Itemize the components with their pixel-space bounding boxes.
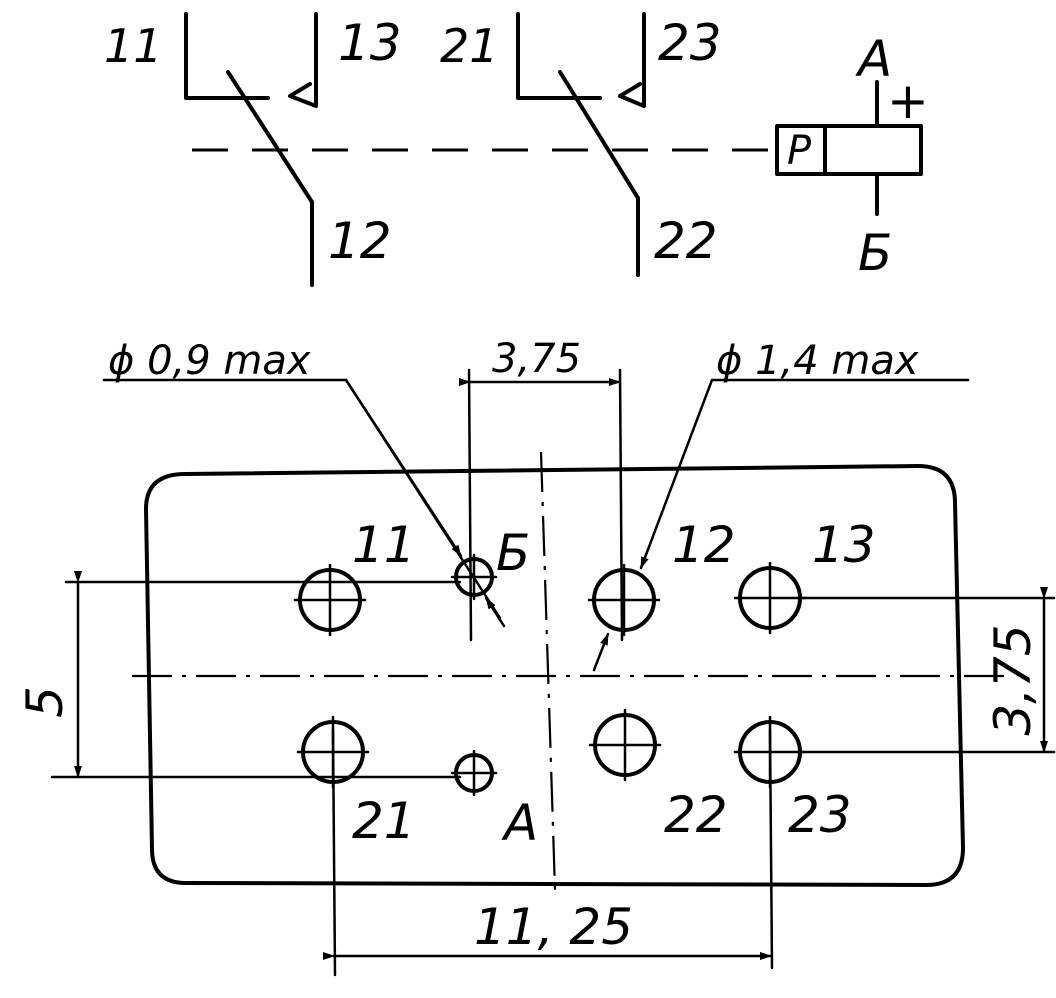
dimension-top-pitch: 3,75 [459, 336, 622, 386]
contact-2-moving-blade [558, 70, 640, 200]
contact-1-common-terminal [184, 12, 270, 100]
pin-label-13: 13 [812, 516, 876, 574]
coil-terminal-a-label: A [855, 30, 892, 88]
contact-2-no-terminal [618, 12, 646, 108]
label-contact-21: 21 [440, 19, 499, 73]
relay-body-outline [144, 464, 965, 887]
pin-label-coil-b: Б [496, 524, 530, 582]
extension-line-top-right [618, 368, 624, 642]
pin-label-coil-a: A [501, 794, 538, 852]
relay-footprint: 11 12 13 21 22 23 Б A ϕ 0,9 max ϕ 1,4 ma… [16, 336, 1056, 977]
label-contact-11: 11 [104, 19, 163, 73]
contact-group-2: 21 23 22 [440, 12, 722, 277]
dimension-large-hole-diameter: ϕ 1,4 max [592, 338, 970, 672]
extension-line-top-left [467, 368, 473, 642]
left-height-label: 5 [16, 686, 74, 718]
dimension-bottom-width: 11, 25 [323, 898, 773, 960]
small-hole-diameter-label: ϕ 0,9 max [108, 338, 311, 384]
vertical-centerline [539, 451, 557, 891]
label-contact-13: 13 [338, 14, 402, 72]
pin-hole-13 [733, 561, 807, 635]
pin-hole-coil-a [450, 749, 498, 797]
pin-label-12: 12 [672, 516, 736, 574]
large-hole-diameter-label: ϕ 1,4 max [716, 338, 919, 384]
dimension-right-pitch: 3,75 [984, 587, 1048, 754]
top-pitch-label: 3,75 [492, 336, 581, 382]
pin-hole-23 [733, 715, 807, 789]
label-contact-22: 22 [654, 212, 718, 270]
pin-hole-11 [293, 563, 367, 637]
coil-designator-label: P [787, 128, 812, 174]
pin-hole-12 [587, 563, 661, 637]
right-pitch-label: 3,75 [984, 624, 1042, 735]
coil-terminal-b-label: Б [858, 224, 892, 282]
relay-coil: P A Б + [775, 30, 929, 282]
pin-hole-21 [296, 715, 370, 789]
contact-group-1: 11 13 12 [104, 12, 402, 287]
label-contact-12: 12 [328, 212, 392, 270]
dimension-left-height: 5 [16, 571, 82, 779]
pin-label-11: 11 [352, 516, 416, 574]
bottom-width-label: 11, 25 [474, 898, 633, 956]
coil-polarity-plus: + [887, 72, 929, 130]
pin-label-22: 22 [664, 786, 728, 844]
pin-hole-22 [588, 708, 662, 782]
pin-label-23: 23 [788, 786, 852, 844]
label-contact-23: 23 [658, 14, 722, 72]
relay-schematic: 11 13 12 21 23 22 P A Б + [104, 12, 929, 287]
dimension-small-hole-diameter: ϕ 0,9 max [102, 338, 506, 628]
contact-1-moving-blade [226, 70, 314, 204]
pin-label-21: 21 [352, 792, 416, 850]
contact-1-no-terminal [288, 12, 318, 108]
coil-body [823, 124, 923, 176]
contact-2-common-terminal [516, 12, 602, 100]
